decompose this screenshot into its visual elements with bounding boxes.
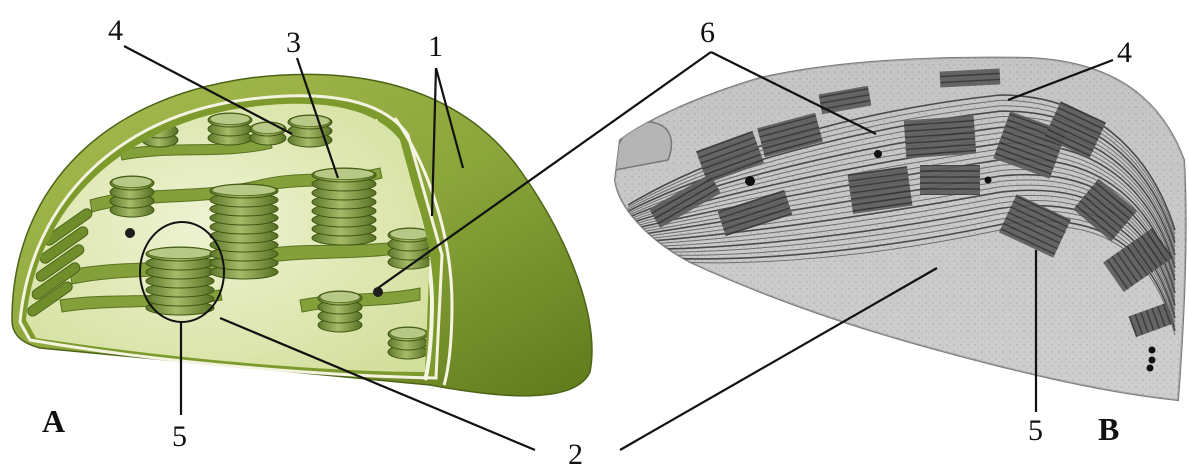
granum [312,168,376,245]
granum [388,327,428,359]
plastoglobule [373,287,383,297]
callout-1: 1 [428,30,443,63]
callout-2: 2 [568,438,583,468]
granum [208,113,252,145]
granum [250,122,286,145]
granum [110,176,154,217]
panel-label-a: A [42,403,65,439]
chloroplast-micrograph [600,40,1189,420]
callout-3: 3 [286,26,301,59]
callout-5-right: 5 [1028,414,1043,447]
granum [210,184,278,279]
granum [388,228,432,269]
granum [146,247,214,315]
panel-label-b: B [1098,411,1119,447]
granum [318,291,362,332]
micrograph-granum [904,116,976,159]
callout-4-right: 4 [1117,36,1132,69]
micrograph-granum [940,68,1001,87]
chloroplast-illustration [12,74,592,395]
plastoglobule [125,228,135,238]
micrograph-granum [848,166,913,214]
callout-5-left: 5 [172,420,187,453]
callout-4-left: 4 [108,14,123,47]
callout-6: 6 [700,16,715,49]
micrograph-granum [920,165,980,195]
